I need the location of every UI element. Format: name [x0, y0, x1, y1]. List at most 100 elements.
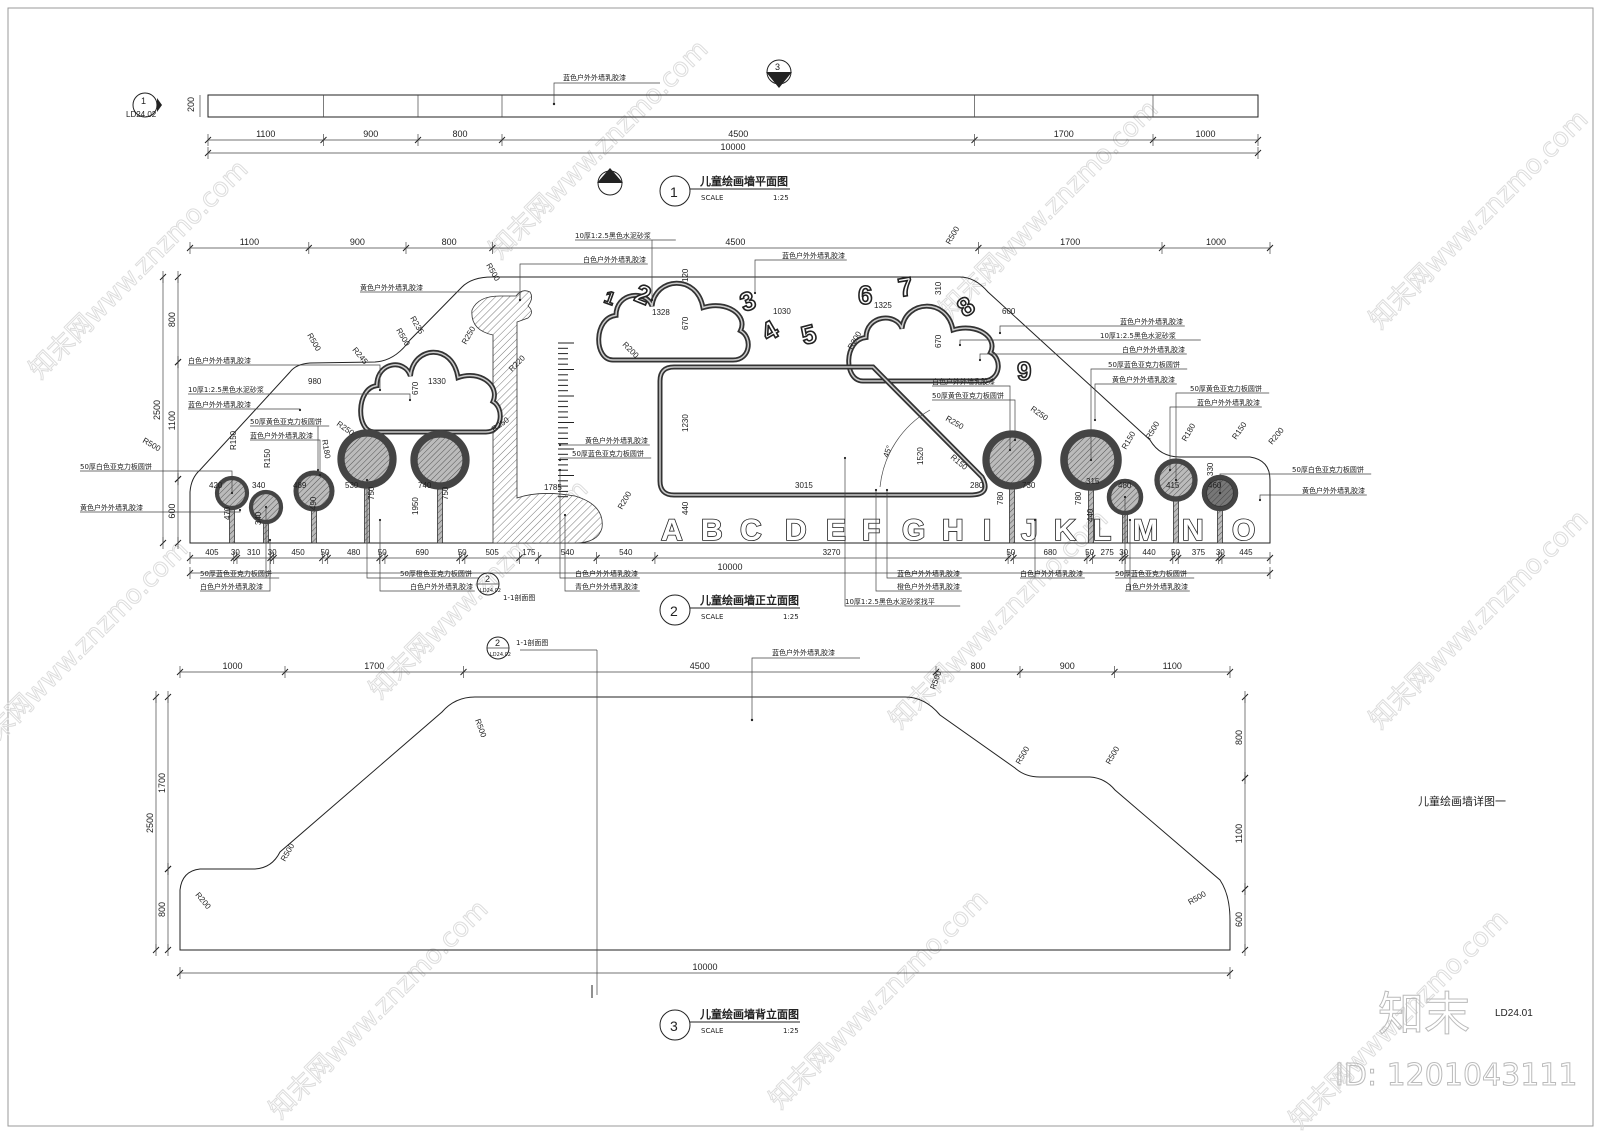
dimension-label: 1950	[411, 497, 420, 515]
radius-label: R245	[350, 346, 370, 367]
painted-letter: N	[1182, 514, 1204, 547]
material-callout: 50厚黄色亚克力板圆饼	[250, 417, 322, 426]
plan-dimension: 1100	[256, 129, 275, 139]
radius-label: R500	[305, 332, 323, 354]
material-callout: 50厚黄色亚克力板圆饼	[932, 391, 1004, 400]
watermark-text: 知末网www.znzmo.com	[484, 34, 715, 265]
material-callout: 10厚1:2.5黑色水泥砂浆	[188, 385, 264, 394]
radius-label: R500	[1144, 419, 1162, 441]
dimension-label: 420	[209, 481, 223, 490]
front-top-dimension: 900	[350, 237, 365, 247]
watermark-id: ID: 1201043111	[1335, 1058, 1577, 1093]
back-title-block: 3 儿童绘画墙背立面图 SCALE 1:25	[659, 1007, 800, 1041]
section-marker-3[interactable]: 3 -	[766, 59, 792, 88]
back-top-dimension: 4500	[690, 661, 710, 671]
front-bottom-dimension: 310	[247, 548, 261, 557]
radius-label: R250	[460, 324, 478, 346]
dimension-label: 440	[1086, 508, 1095, 522]
painted-number: 7	[896, 271, 915, 303]
dimension-label: 330	[1206, 462, 1215, 476]
front-bottom-dimension: 690	[416, 548, 430, 557]
material-callout: 蓝色户外外墙乳胶漆	[782, 251, 845, 260]
back-left-dimension: 1700	[157, 773, 167, 793]
dimension-label: 980	[308, 377, 322, 386]
radius-label: R500	[394, 327, 412, 349]
dimension-label: 340	[252, 481, 266, 490]
dimension-label: 310	[934, 281, 943, 295]
dimension-label: 1520	[916, 447, 925, 465]
cloud-left	[358, 349, 503, 435]
front-top-dimension: 800	[442, 237, 457, 247]
front-top-dimension: 1100	[240, 237, 259, 247]
back-title-number: 3	[670, 1018, 678, 1034]
dimension-label: 670	[934, 334, 943, 348]
radius-label: R250	[1029, 404, 1050, 423]
painted-letter: K	[1054, 514, 1076, 547]
back-scale-label: SCALE	[701, 1027, 723, 1035]
painted-number: 5	[798, 318, 820, 351]
front-title: 儿童绘画墙正立面图	[699, 593, 799, 607]
radius-label: R500	[141, 436, 163, 454]
front-bottom-dimension: 445	[1239, 548, 1253, 557]
watermark-text: 知末网www.znzmo.com	[264, 894, 495, 1125]
section-marker-2[interactable]: 2	[597, 168, 623, 196]
plan-title-block: 1 儿童绘画墙平面图 SCALE 1:25	[659, 174, 790, 207]
radius-label: R180	[320, 439, 332, 460]
dimension-label: 280	[970, 481, 984, 490]
plan-title-number: 1	[670, 184, 678, 200]
giraffe	[471, 290, 603, 544]
section-ref-1-1[interactable]: 2 LD24.02 1-1剖面图	[476, 572, 535, 602]
front-wall-outline	[189, 276, 1271, 544]
front-bottom-dimension: 175	[522, 548, 536, 557]
front-left-total: 2500	[152, 400, 162, 420]
painted-letter: C	[740, 514, 762, 547]
painted-number: 6	[858, 280, 872, 310]
front-bottom-dimension: 50	[378, 548, 387, 557]
section-ref-sheet: LD24.02	[480, 588, 501, 594]
painted-letter: H	[942, 514, 964, 547]
dimension-label: 750	[367, 486, 376, 500]
dimension-label: 415	[1166, 481, 1180, 490]
material-callout: 黄色户外外墙乳胶漆	[360, 283, 423, 292]
back-top-dimension: 900	[1060, 661, 1075, 671]
plan-dimension: 900	[363, 129, 378, 139]
section-marker-1[interactable]: 1 LD24.02	[126, 92, 162, 119]
material-callout: 黄色户外外墙乳胶漆	[1112, 375, 1175, 384]
back-top-dimension: 1700	[364, 661, 384, 671]
dimension-label: 440	[681, 501, 690, 515]
front-bottom-dimension: 375	[1192, 548, 1206, 557]
tree-disc	[410, 430, 470, 544]
back-section-ref-sheet: LD24.02	[490, 652, 511, 658]
section-marker-1-number: 1	[141, 96, 146, 106]
dimension-label: 1330	[428, 377, 446, 386]
radius-label: R150	[263, 448, 272, 468]
radius-label: R150	[1230, 420, 1249, 441]
dimension-label: 3015	[795, 481, 813, 490]
back-section-ref[interactable]: 2 LD24.02 1-1剖面图	[486, 636, 548, 660]
tree-disc	[982, 430, 1042, 544]
front-scale: 1:25	[783, 613, 799, 621]
acrylic-disc	[410, 430, 470, 490]
radius-label: R200	[616, 489, 634, 511]
dimension-label: 750	[441, 486, 450, 500]
front-bottom-dimension: 505	[485, 548, 499, 557]
painted-letter: O	[1232, 514, 1255, 547]
front-bottom-dimension: 540	[619, 548, 633, 557]
front-bottom-dimension: 480	[347, 548, 361, 557]
watermark-text: 知末网www.znzmo.com	[764, 884, 995, 1115]
dimension-label: 730	[1022, 481, 1036, 490]
section-marker-1-ref: LD24.02	[126, 110, 157, 119]
front-bottom-dimension: 30	[1119, 548, 1128, 557]
painted-number: 9	[1017, 356, 1031, 386]
dimension-label: 1785	[544, 483, 562, 492]
back-right-dimension: 800	[1234, 730, 1244, 745]
material-callout: 白色户外外墙乳胶漆	[575, 569, 638, 578]
dimension-label: 1030	[773, 307, 791, 316]
back-wall-outline	[179, 696, 1231, 951]
radius-label: R500	[484, 262, 502, 284]
dimension-label: 340	[254, 511, 263, 525]
material-callout: 50厚黄色亚克力板圆饼	[1190, 384, 1262, 393]
dimension-label: 480	[1118, 481, 1132, 490]
plan-scale: 1:25	[773, 194, 789, 202]
